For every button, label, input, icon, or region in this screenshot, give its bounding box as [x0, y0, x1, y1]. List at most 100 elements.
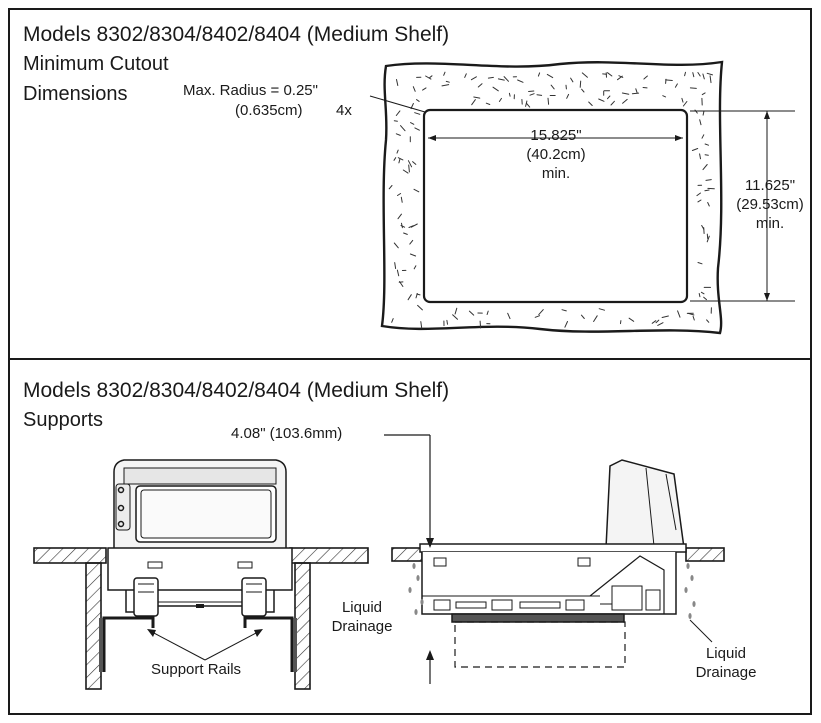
texture-mark	[704, 143, 709, 146]
texture-mark	[691, 148, 699, 151]
texture-mark	[393, 157, 397, 161]
texture-mark	[397, 213, 402, 220]
texture-mark	[429, 75, 433, 79]
texture-mark	[662, 95, 667, 98]
texture-mark	[408, 225, 414, 228]
texture-mark	[697, 262, 703, 265]
liquid-drop	[412, 563, 416, 569]
texture-mark	[413, 265, 417, 270]
width-imperial: 15.825"	[530, 127, 582, 144]
texture-mark	[546, 73, 554, 79]
texture-mark	[414, 112, 421, 115]
texture-mark	[412, 86, 416, 92]
texture-mark	[698, 293, 701, 298]
liquid-right-line2: Drainage	[695, 664, 757, 681]
support-rail-leaders	[147, 629, 263, 661]
texture-mark	[580, 314, 585, 319]
texture-mark	[403, 232, 408, 235]
texture-mark	[622, 98, 628, 104]
texture-mark	[570, 77, 574, 83]
texture-mark	[400, 125, 406, 132]
texture-mark	[706, 235, 710, 243]
liquid-left-line1: Liquid	[341, 599, 383, 616]
texture-mark	[528, 90, 535, 92]
texture-mark	[607, 95, 611, 100]
dashed-support-outline	[454, 621, 626, 668]
liquid-left-line2: Drainage	[331, 618, 393, 635]
texture-mark	[508, 92, 511, 97]
width-metric: (40.2cm)	[526, 146, 586, 163]
radius-label: Max. Radius = 0.25"	[183, 82, 318, 99]
texture-mark	[692, 315, 695, 321]
texture-mark	[409, 253, 417, 257]
texture-mark	[417, 304, 423, 311]
supports-title: Models 8302/8304/8402/8404 (Medium Shelf…	[23, 379, 450, 402]
texture-mark	[547, 97, 550, 105]
texture-mark	[677, 310, 681, 318]
height-imperial: 11.625"	[744, 177, 796, 194]
texture-mark	[399, 281, 404, 287]
texture-mark	[684, 71, 686, 77]
texture-mark	[425, 75, 432, 80]
texture-mark	[700, 291, 705, 295]
texture-mark	[412, 161, 417, 165]
texture-mark	[497, 78, 505, 81]
cutout-title: Models 8302/8304/8402/8404 (Medium Shelf…	[23, 23, 450, 46]
texture-mark	[661, 315, 669, 318]
texture-mark	[525, 102, 531, 108]
texture-mark	[407, 160, 413, 168]
texture-mark	[588, 101, 593, 106]
texture-mark	[682, 101, 688, 107]
texture-mark	[398, 158, 401, 164]
texture-mark	[445, 80, 450, 83]
liquid-right-line1: Liquid	[705, 645, 747, 662]
texture-mark	[391, 318, 394, 323]
left-counter-section	[33, 547, 369, 690]
texture-mark	[452, 314, 458, 320]
width-min: min.	[541, 165, 571, 182]
liquid-drop	[684, 587, 688, 593]
texture-mark	[470, 76, 477, 81]
texture-mark	[701, 134, 705, 139]
width-dimension	[428, 135, 683, 141]
liquid-drainage-left-label: Liquid Drainage	[322, 598, 402, 636]
texture-mark	[618, 75, 624, 78]
texture-mark	[397, 157, 404, 161]
texture-mark	[397, 193, 402, 196]
texture-mark	[643, 75, 648, 80]
texture-mark	[507, 312, 511, 320]
radius-metric-label: (0.635cm)	[235, 102, 303, 119]
texture-mark	[498, 97, 502, 102]
radius-count-label: 4x	[336, 102, 352, 119]
texture-mark	[550, 84, 555, 90]
texture-mark	[699, 153, 701, 160]
height-metric: (29.53cm)	[736, 196, 804, 213]
texture-mark	[702, 110, 705, 116]
texture-mark	[487, 76, 494, 79]
texture-mark	[394, 262, 397, 269]
texture-mark	[689, 87, 697, 89]
supports-subtitle: Supports	[23, 409, 104, 431]
texture-mark	[655, 319, 660, 324]
liquid-drop	[686, 563, 690, 569]
texture-mark	[581, 88, 585, 93]
texture-mark	[414, 127, 420, 131]
texture-mark	[631, 92, 640, 95]
texture-mark	[579, 80, 582, 88]
texture-mark	[402, 169, 409, 174]
texture-mark	[657, 322, 664, 326]
texture-mark	[471, 99, 476, 106]
scanner-side-view	[419, 459, 687, 623]
texture-mark	[702, 73, 705, 80]
texture-mark	[388, 185, 393, 190]
texture-mark	[468, 310, 475, 316]
texture-mark	[393, 242, 399, 249]
width-label: 15.825" (40.2cm) min.	[504, 126, 608, 183]
height-dimension	[690, 110, 795, 302]
texture-mark	[538, 309, 544, 316]
texture-mark	[598, 308, 605, 311]
texture-mark	[464, 73, 467, 78]
texture-mark	[635, 88, 638, 94]
liquid-drop	[414, 609, 418, 615]
liquid-drops	[408, 563, 696, 619]
